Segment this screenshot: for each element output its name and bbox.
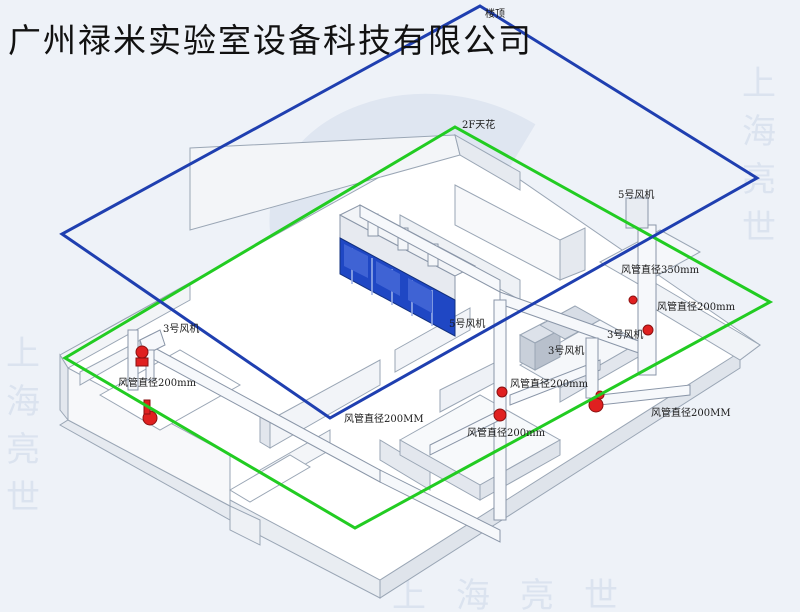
watermark-char: 世: [6, 478, 40, 518]
fan-right-upper: [628, 295, 638, 305]
ceiling-2f-outline: [62, 125, 774, 530]
watermark-bottom: 上 海 亮 世: [392, 568, 648, 612]
fan-3-right: [642, 324, 654, 336]
label-duct-350: 风管直径350mm: [621, 265, 700, 276]
watermark-char: 海: [6, 382, 40, 422]
label-duct-200MM-center: 风管直径200MM: [344, 414, 424, 425]
watermark-char: 亮: [520, 576, 554, 612]
watermark-char: 亮: [6, 430, 40, 470]
watermark-char: 上: [6, 334, 40, 374]
watermark-char: 世: [584, 576, 618, 612]
watermark-char: 上: [742, 64, 776, 104]
fan-3-left-upper: [135, 345, 149, 359]
label-duct-200-left: 风管直径200mm: [118, 378, 197, 389]
label-fan3-left: 3号风机: [163, 324, 200, 335]
label-fan3-right: 3号风机: [607, 330, 644, 341]
label-duct-200MM-right: 风管直径200MM: [651, 408, 731, 419]
watermark-right: 上 海 亮 世: [742, 60, 776, 252]
watermark-char: 世: [742, 208, 776, 248]
label-duct-200-lower: 风管直径200mm: [467, 428, 546, 439]
company-name: 广州禄米实验室设备科技有限公司: [8, 21, 533, 60]
label-fan3-center: 3号风机: [548, 346, 585, 357]
roof-outline: [59, 4, 760, 420]
label-roof: 楼顶: [485, 9, 505, 20]
label-duct-200-right: 风管直径200mm: [657, 302, 736, 313]
watermark-left: 上 海 亮 世: [6, 330, 40, 522]
watermark-char: 海: [456, 576, 490, 612]
fan-center-lower: [493, 408, 507, 422]
watermark-char: 海: [742, 112, 776, 152]
watermark-char: 亮: [742, 160, 776, 200]
label-fan5-center: 5号风机: [449, 319, 486, 330]
label-duct-200-center: 风管直径200mm: [510, 379, 589, 390]
label-fan5-top: 5号风机: [618, 190, 655, 201]
duct-network: [127, 197, 691, 543]
fan-5-center: [496, 386, 508, 398]
label-ceiling-2f: 2F天花: [462, 120, 496, 131]
